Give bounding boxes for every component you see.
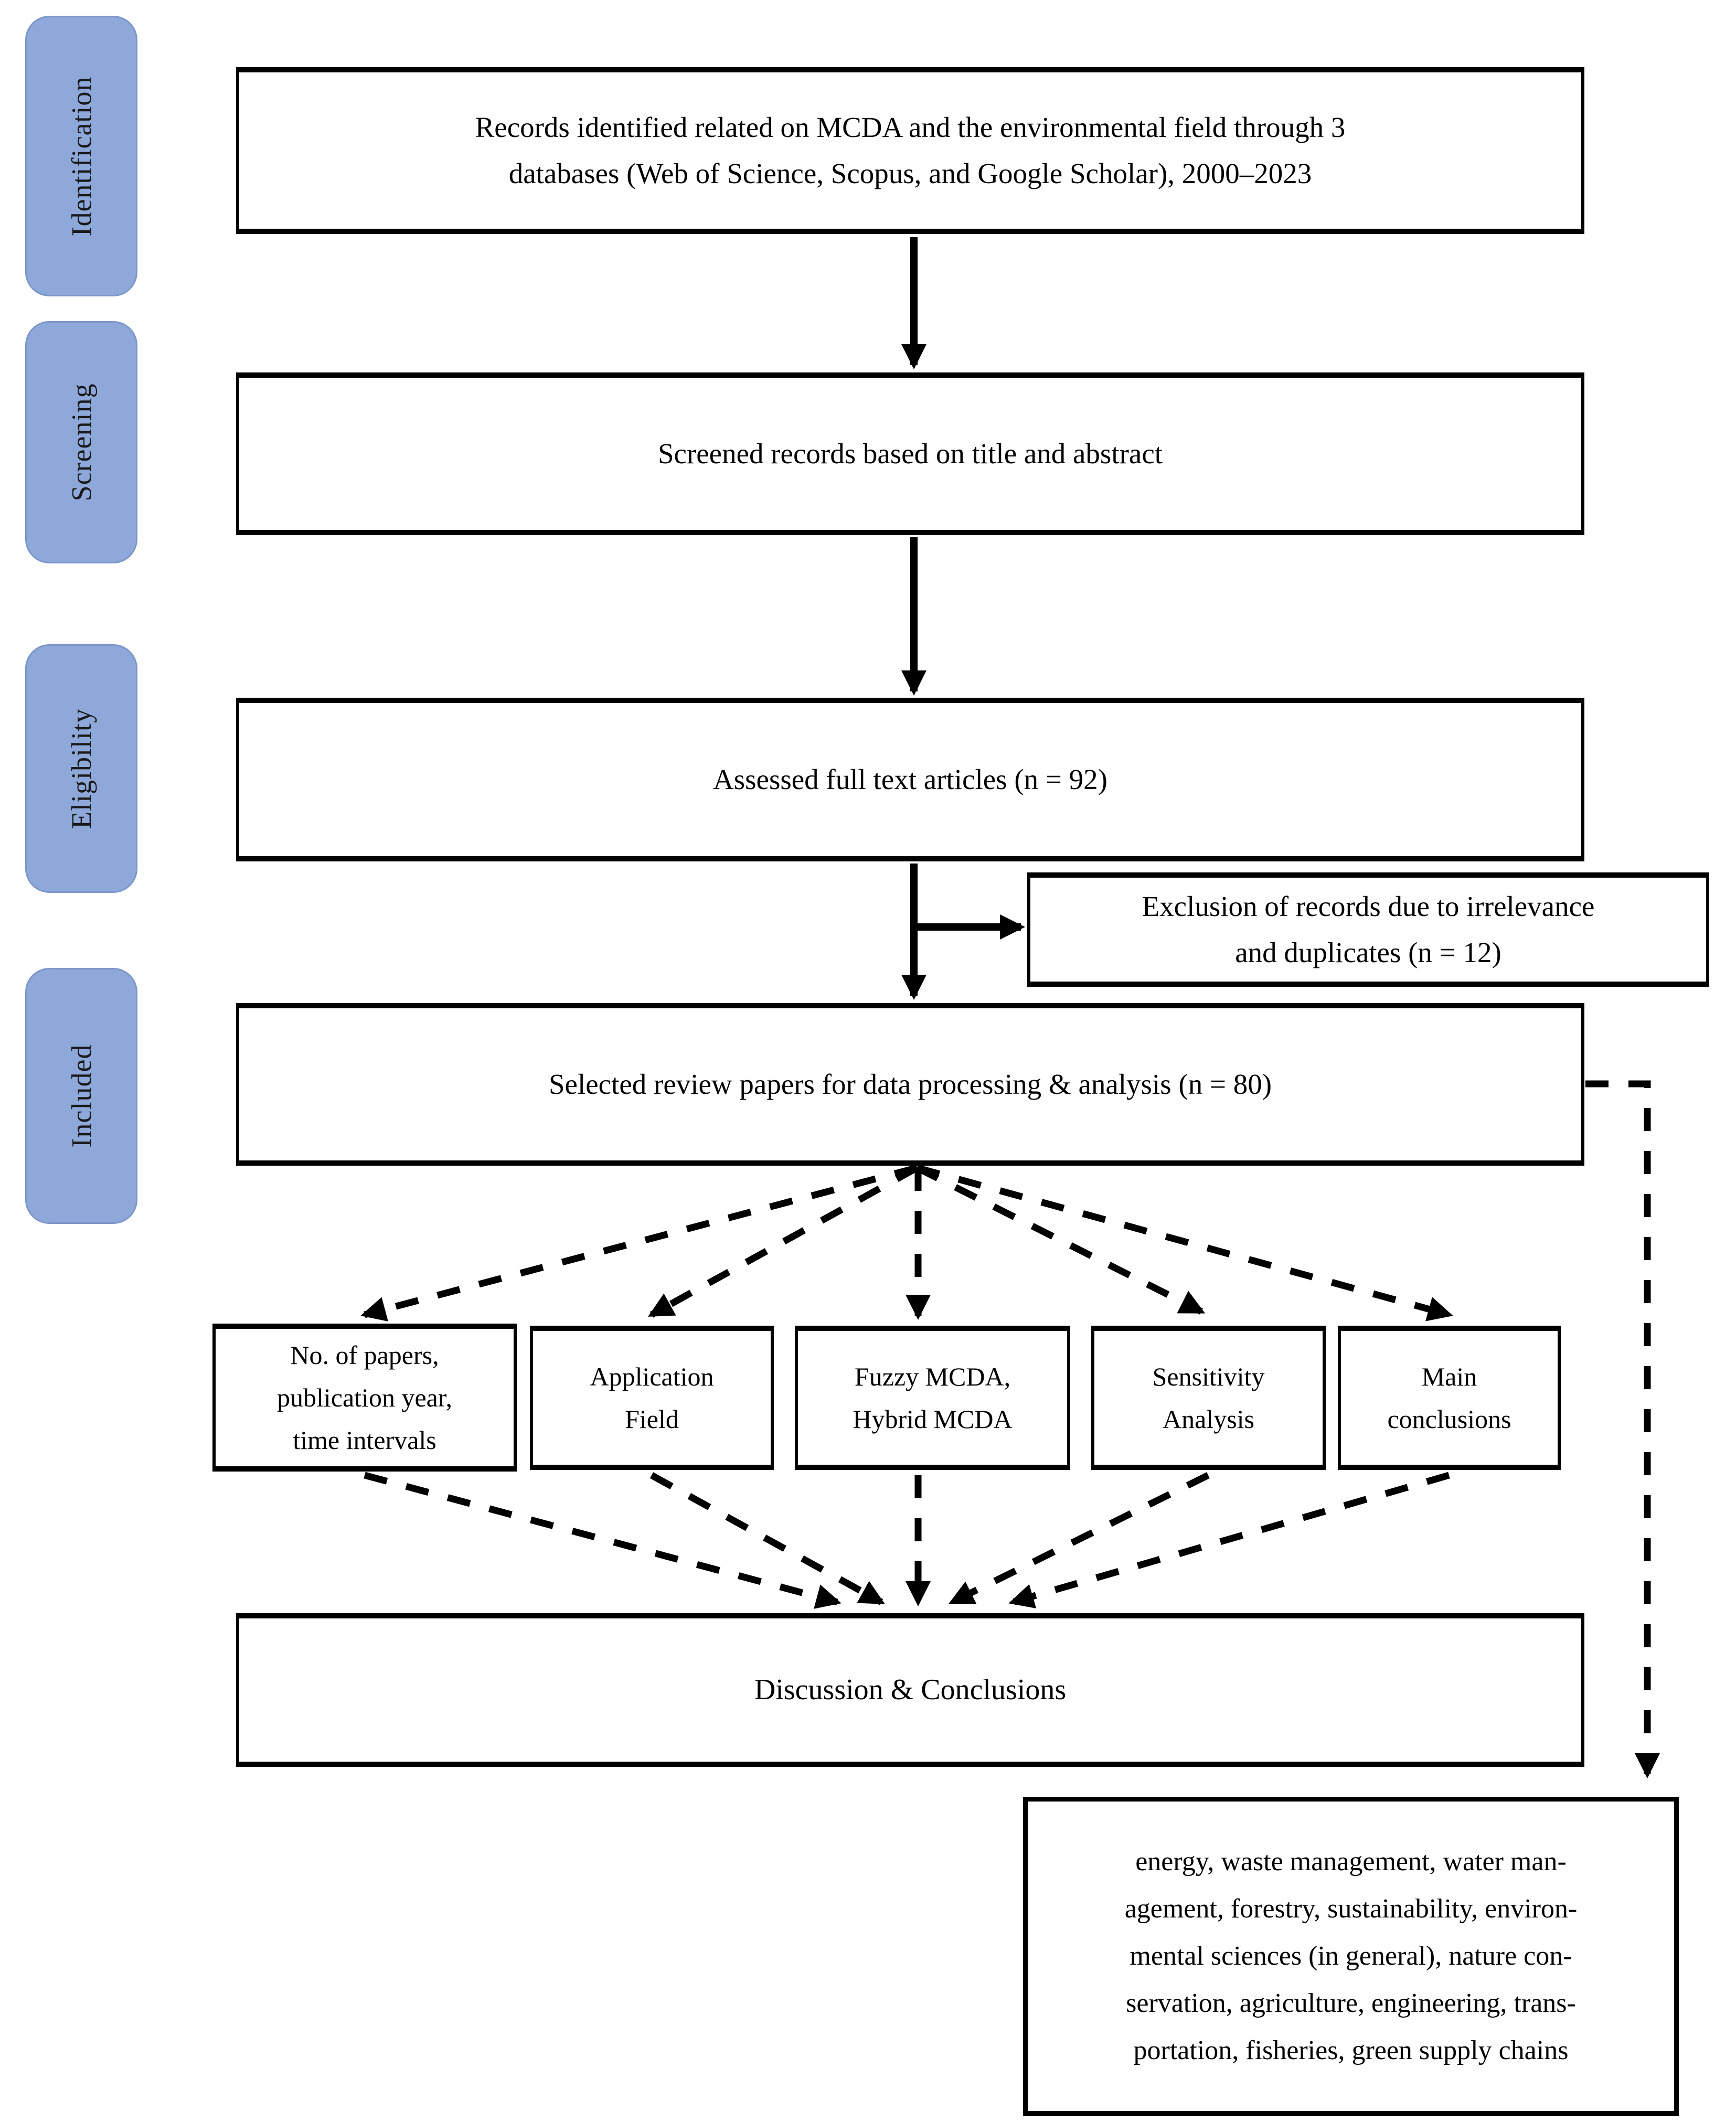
box-category-sensitivity-analysis: Sensitivity Analysis: [1091, 1326, 1326, 1470]
fields-line-5: portation, fisheries, green supply chain…: [1133, 2035, 1569, 2065]
assessed-text: Assessed full text articles (n = 92): [713, 763, 1107, 795]
records-line-1: Records identified related on MCDA and t…: [475, 111, 1346, 143]
dashed-arrow-selected-to-papers: [360, 1164, 918, 1321]
exclusion-line-2: and duplicates (n = 12): [1235, 936, 1501, 968]
fields-line-2: agement, forestry, sustainability, envir…: [1124, 1894, 1578, 1924]
box-category-fuzzy-hybrid-mcda: Fuzzy MCDA, Hybrid MCDA: [795, 1326, 1070, 1470]
dashed-arrow-conclusions-to-discussion: [1008, 1472, 1450, 1608]
dashed-arrow-selected-to-fields: [1585, 1080, 1660, 1778]
stage-label-included-text: Included: [65, 1044, 97, 1148]
dashed-arrow-papers-to-discussion: [364, 1472, 842, 1609]
records-line-2: databases (Web of Science, Scopus, and G…: [508, 157, 1312, 189]
stage-label-eligibility-text: Eligibility: [66, 708, 98, 829]
category-fuzzy-line-2: Hybrid MCDA: [853, 1404, 1013, 1434]
box-category-main-conclusions: Main conclusions: [1338, 1326, 1561, 1470]
box-category-papers: No. of papers, publication year, time in…: [212, 1324, 517, 1472]
fields-line-1: energy, waste management, water man-: [1135, 1847, 1567, 1877]
screened-text: Screened records based on title and abst…: [657, 438, 1163, 470]
selected-text: Selected review papers for data processi…: [548, 1068, 1272, 1100]
category-sensitivity-line-1: Sensitivity: [1152, 1361, 1265, 1391]
fields-line-4: servation, agriculture, engineering, tra…: [1126, 1988, 1576, 2018]
category-fuzzy-line-1: Fuzzy MCDA,: [854, 1361, 1011, 1391]
box-application-fields: energy, waste management, water man- age…: [1023, 1797, 1679, 2116]
stage-label-screening-text: Screening: [66, 383, 98, 502]
box-exclusion: Exclusion of records due to irrelevance …: [1027, 872, 1709, 987]
box-category-application-field: Application Field: [530, 1326, 774, 1470]
stage-label-identification: Identification: [25, 16, 137, 296]
dashed-arrow-selected-to-sensitivity: [915, 1165, 1206, 1315]
category-conclusions-line-1: Main: [1421, 1361, 1477, 1391]
category-sensitivity-line-2: Analysis: [1163, 1404, 1254, 1434]
box-selected-review-papers: Selected review papers for data processi…: [236, 1003, 1584, 1166]
category-papers-line-2: publication year,: [277, 1382, 452, 1412]
dashed-arrow-selected-to-application: [648, 1165, 919, 1318]
dashed-arrow-sensitivity-to-discussion: [948, 1472, 1210, 1605]
box-screened-records: Screened records based on title and abst…: [236, 372, 1584, 535]
category-application-line-1: Application: [590, 1361, 714, 1391]
dashed-arrow-selected-to-conclusions: [916, 1164, 1453, 1321]
discussion-text: Discussion & Conclusions: [754, 1673, 1067, 1706]
stage-label-eligibility: Eligibility: [25, 644, 137, 893]
exclusion-line-1: Exclusion of records due to irrelevance: [1142, 890, 1595, 922]
dashed-arrow-application-to-discussion: [649, 1472, 886, 1605]
category-application-line-2: Field: [625, 1404, 679, 1434]
category-papers-line-1: No. of papers,: [290, 1340, 439, 1370]
stage-label-included: Included: [25, 968, 137, 1224]
box-assessed-full-text: Assessed full text articles (n = 92): [236, 698, 1584, 861]
category-conclusions-line-2: conclusions: [1387, 1404, 1511, 1434]
fields-line-3: mental sciences (in general), nature con…: [1130, 1941, 1572, 1971]
stage-label-identification-text: Identification: [66, 76, 98, 236]
stage-label-screening: Screening: [25, 321, 137, 563]
box-records-identified: Records identified related on MCDA and t…: [236, 67, 1584, 234]
box-discussion-conclusions: Discussion & Conclusions: [236, 1613, 1584, 1767]
category-papers-line-3: time intervals: [293, 1425, 436, 1455]
